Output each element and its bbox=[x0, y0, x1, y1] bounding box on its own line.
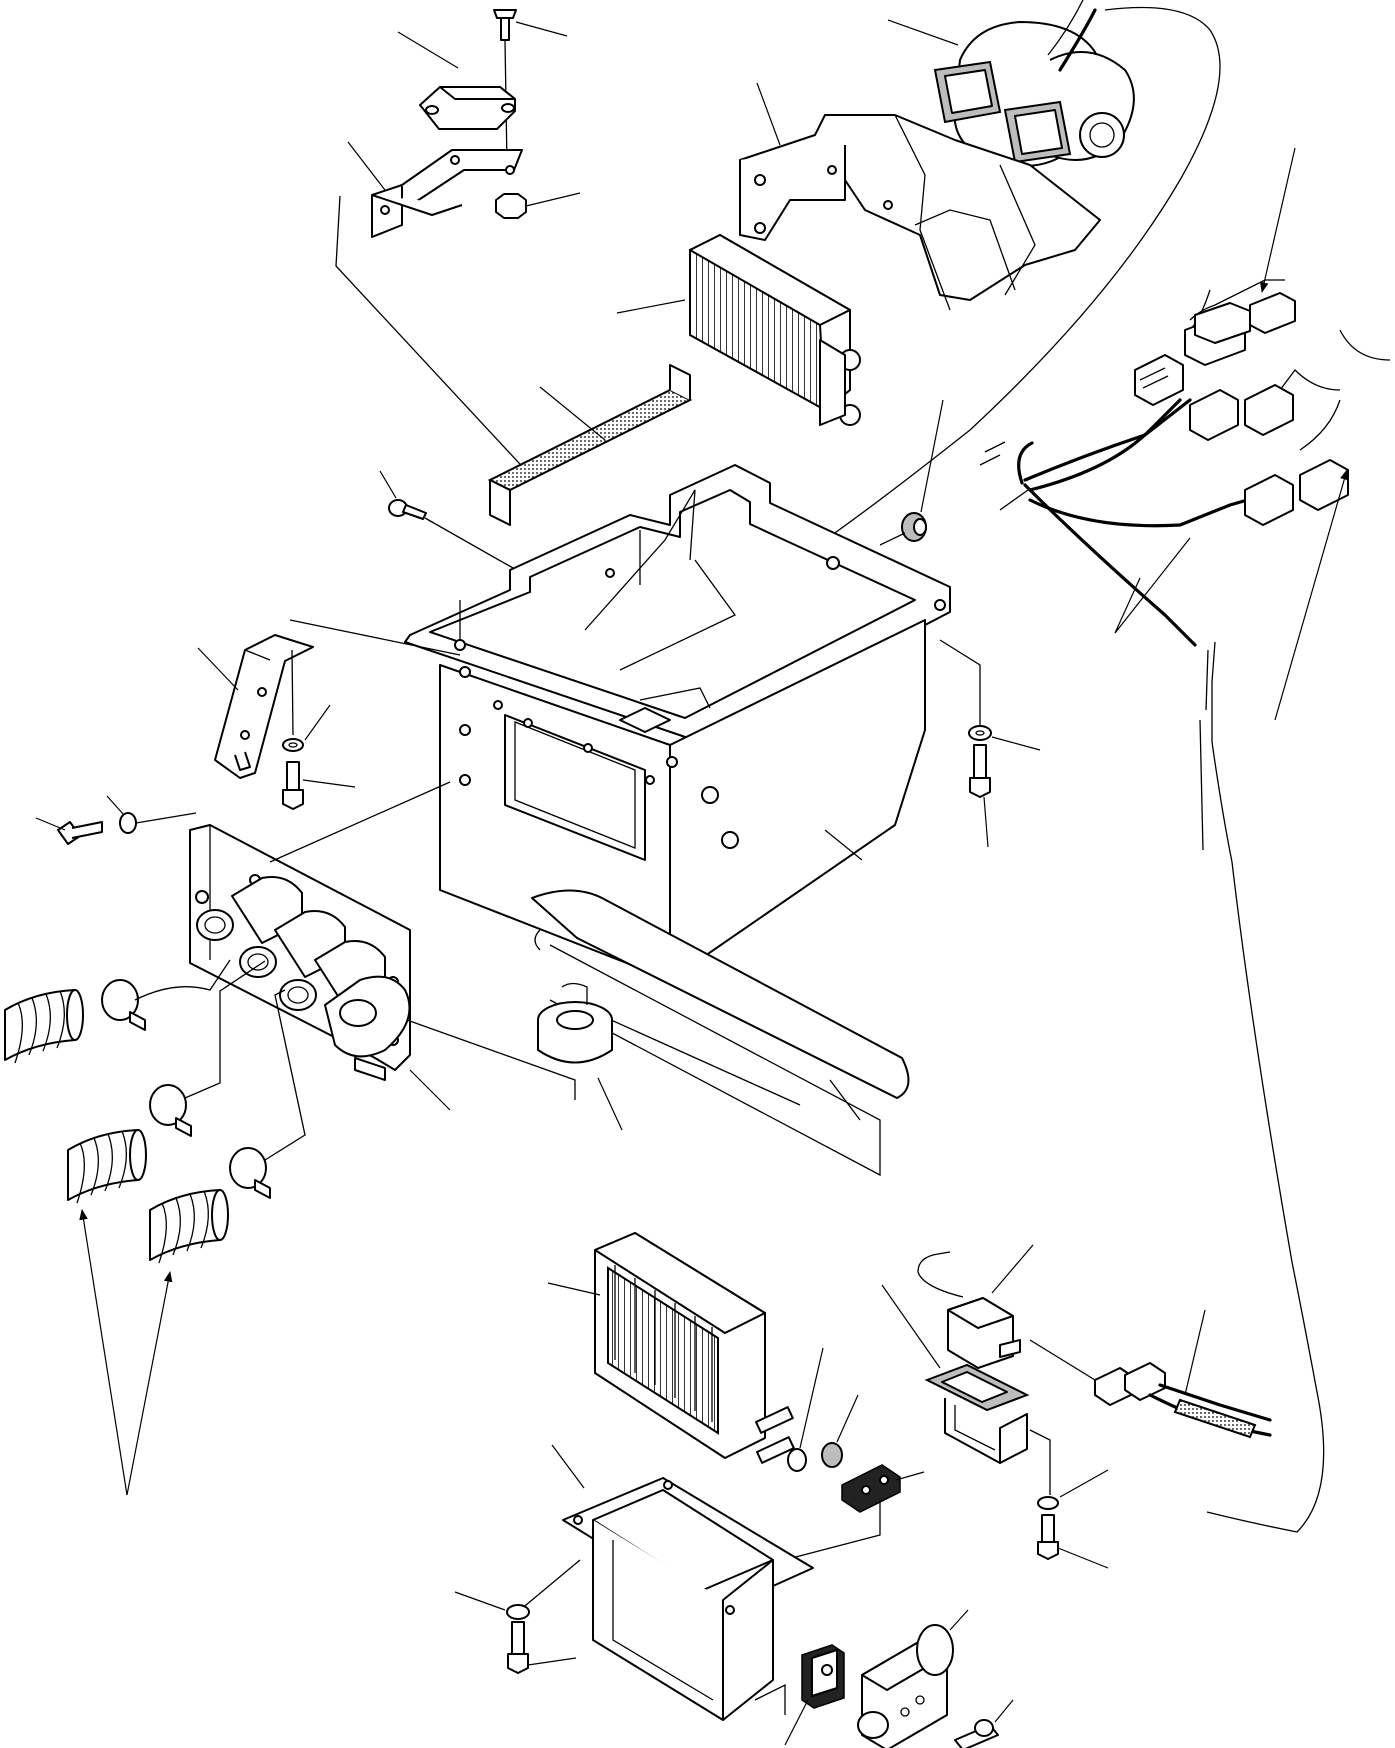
harness-connectors bbox=[979, 147, 1349, 721]
mounting-frame bbox=[531, 889, 910, 1177]
left-bracket bbox=[197, 634, 314, 779]
drain-cap bbox=[406, 982, 623, 1131]
bolt-tray bbox=[507, 1621, 577, 1674]
o-ring-1 bbox=[787, 1347, 824, 1472]
bolt-left bbox=[282, 761, 356, 810]
nut-top bbox=[495, 192, 581, 219]
harness-plug bbox=[1094, 1309, 1272, 1439]
bolt-front bbox=[35, 817, 103, 845]
o-ring-2 bbox=[821, 1394, 859, 1468]
vent-plate bbox=[189, 781, 451, 1111]
duct-hose-2 bbox=[67, 1129, 147, 1204]
switch-bracket bbox=[881, 1284, 1051, 1495]
duct-hose-1 bbox=[4, 989, 84, 1064]
washer-low bbox=[1037, 1469, 1109, 1510]
screw-top bbox=[493, 9, 568, 166]
arrow-pointer bbox=[79, 1208, 173, 1496]
thermo-switch bbox=[917, 1244, 1096, 1381]
grommet bbox=[879, 399, 944, 546]
blower-duct-housing bbox=[739, 82, 1101, 311]
expansion-valve bbox=[857, 1609, 969, 1748]
heater-core bbox=[616, 233, 861, 426]
duct-hose-3 bbox=[149, 1189, 229, 1264]
washer-tray bbox=[454, 1591, 530, 1620]
seal-strip bbox=[487, 364, 693, 526]
bolt-right bbox=[969, 744, 991, 848]
washer-left bbox=[282, 704, 331, 752]
screw-small bbox=[379, 470, 544, 586]
hose-clamp-2 bbox=[149, 960, 266, 1137]
bolt-low bbox=[1037, 1514, 1109, 1569]
hose-clamp-1 bbox=[101, 959, 231, 1031]
main-case bbox=[289, 464, 951, 981]
washer-front bbox=[106, 795, 197, 834]
evap-tray bbox=[519, 1444, 814, 1721]
pipe-gasket bbox=[764, 1464, 925, 1566]
blower-fan-motor bbox=[887, 0, 1135, 168]
relay-bracket bbox=[335, 141, 532, 477]
relay-top bbox=[397, 31, 516, 130]
washer-right bbox=[939, 639, 1041, 751]
hose-clamp-3 bbox=[229, 989, 306, 1199]
valve-bolt bbox=[954, 1699, 1014, 1748]
evaporator bbox=[547, 1232, 795, 1464]
valve-bracket bbox=[784, 1644, 845, 1746]
